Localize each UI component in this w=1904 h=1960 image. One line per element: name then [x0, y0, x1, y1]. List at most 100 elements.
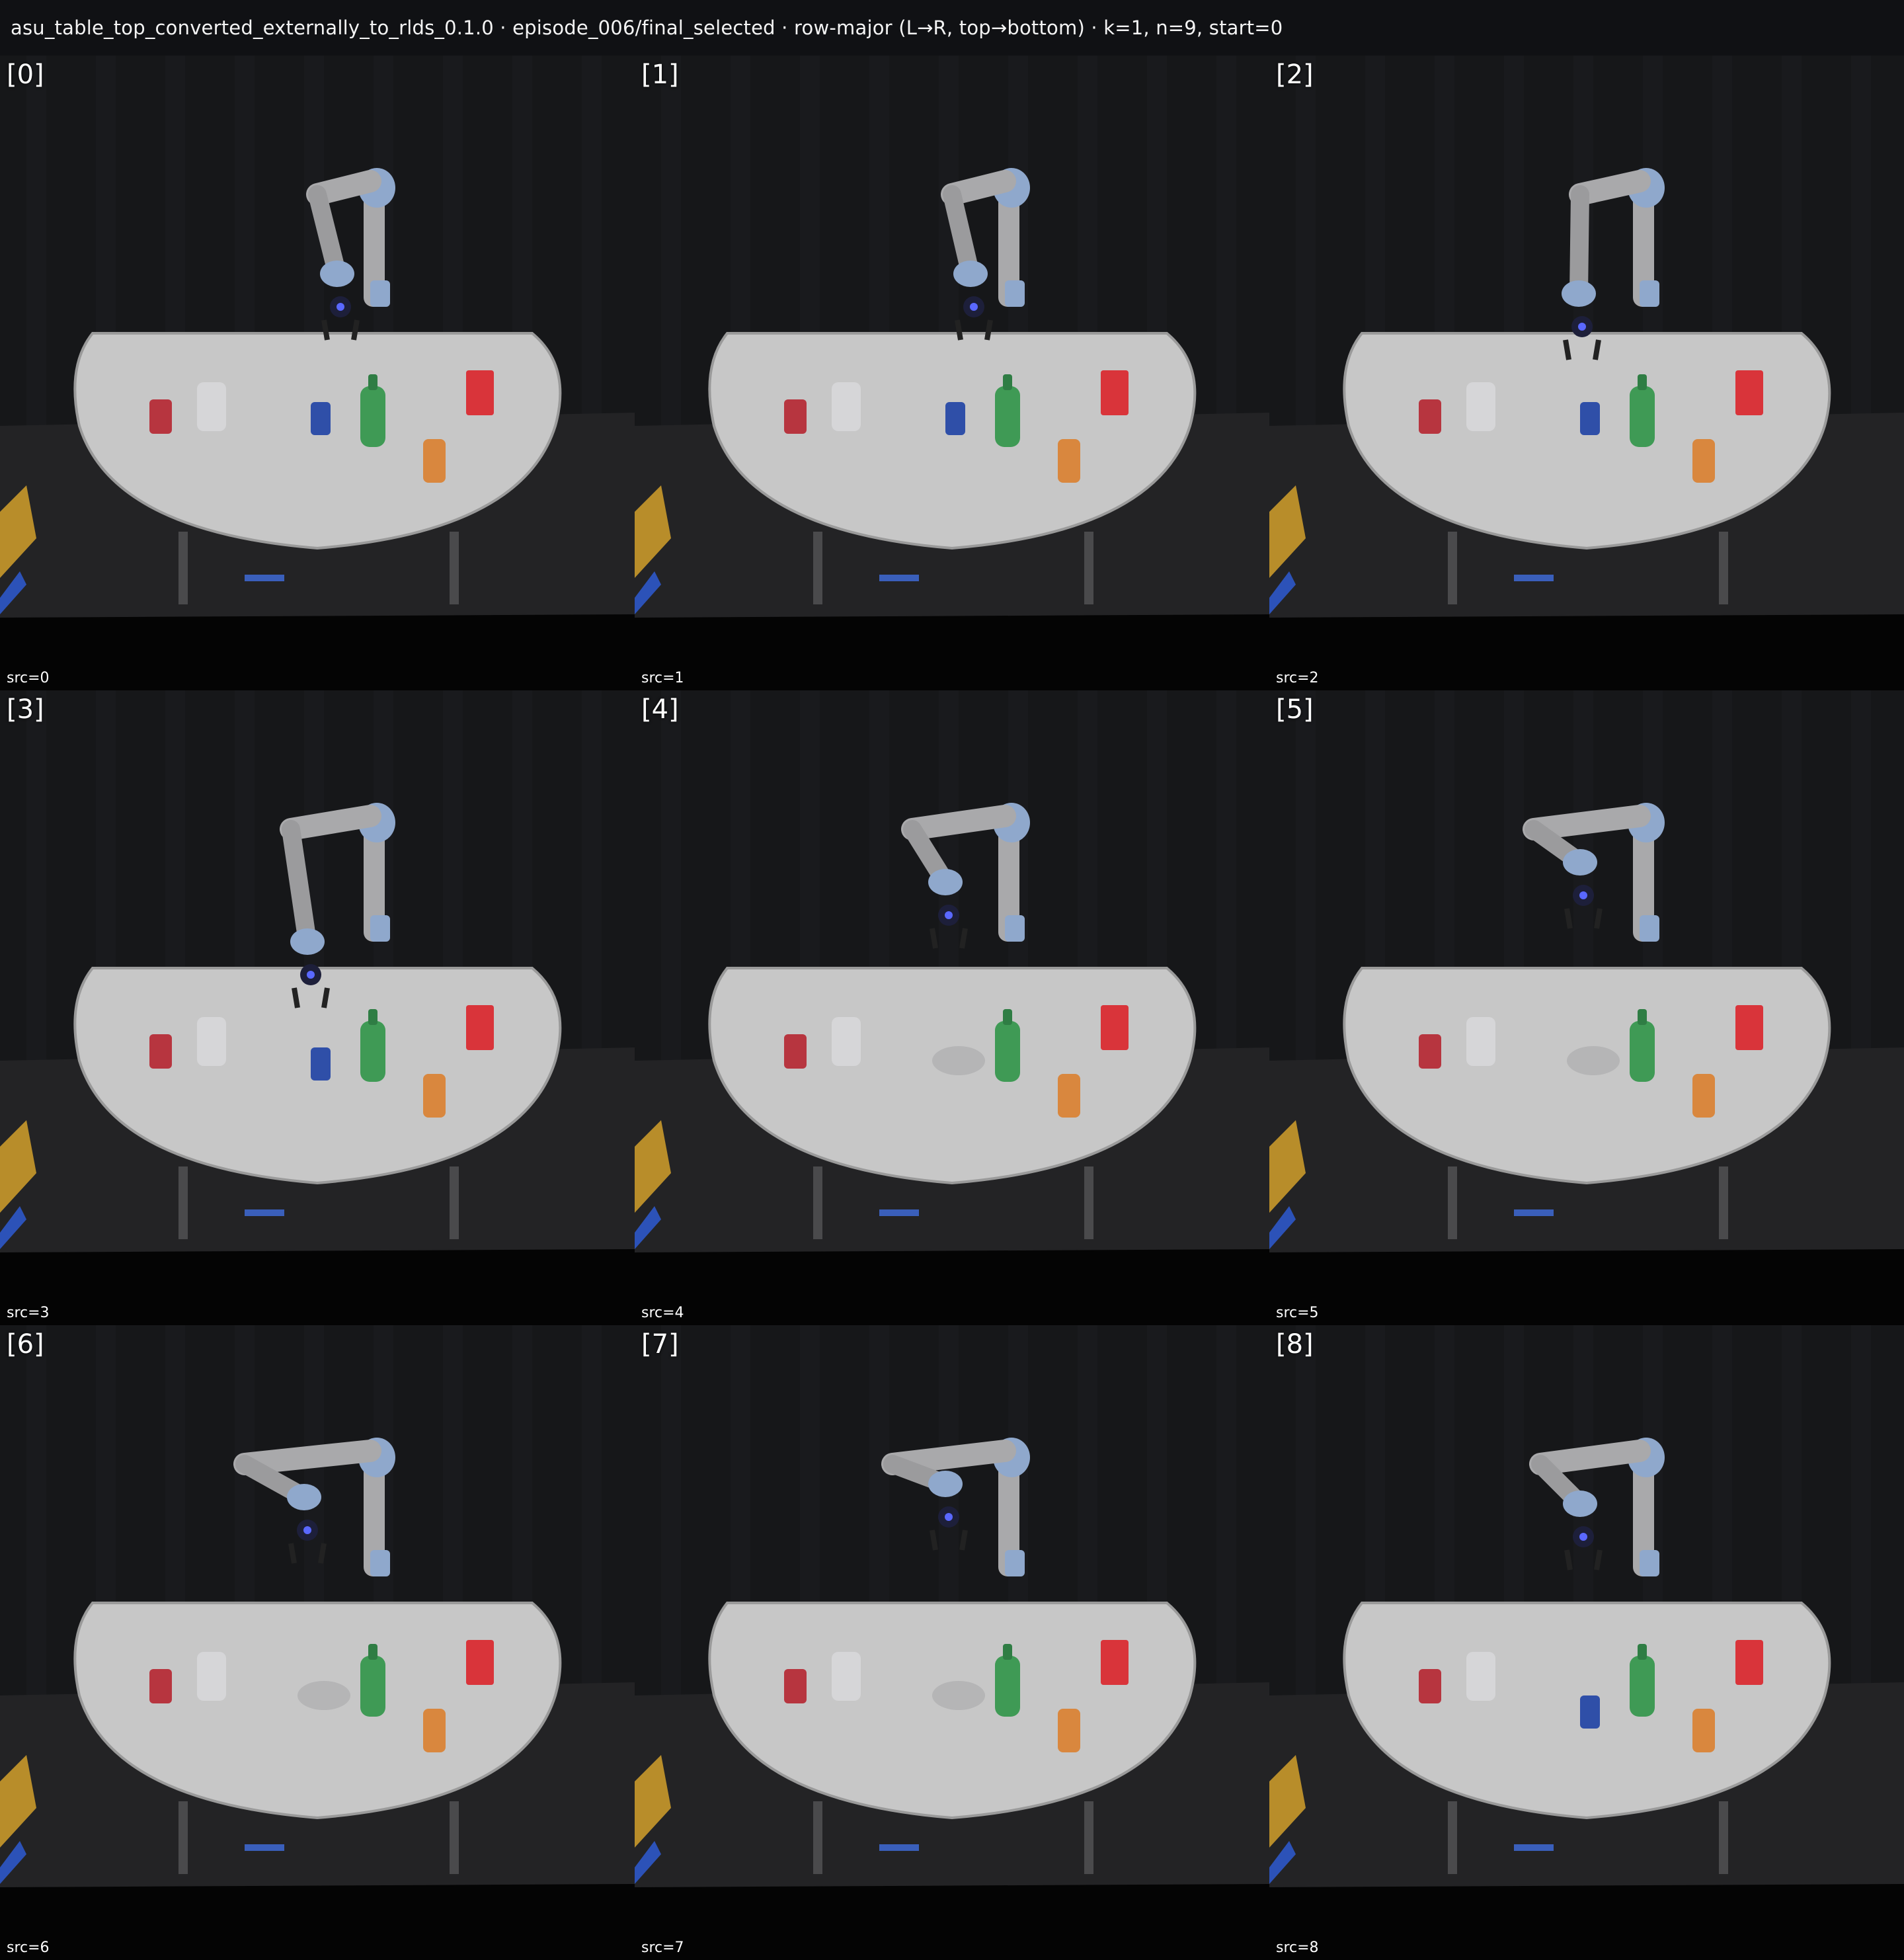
frame-src-label: src=2 — [1276, 670, 1319, 686]
robot-upper-link — [1633, 1444, 1654, 1576]
yellow-prop — [0, 485, 36, 578]
gripper-light — [1579, 891, 1587, 899]
green-bottle — [1630, 386, 1655, 447]
blue-prop — [635, 571, 661, 614]
frame-image-4 — [635, 690, 1269, 1325]
green-bottle — [1630, 1656, 1655, 1717]
frame-cell-5: [5] src=5 — [1269, 690, 1904, 1325]
floor-tag — [245, 575, 284, 581]
frame-index-label: [0] — [7, 60, 44, 90]
robot-upper-link — [364, 175, 385, 307]
blue-can — [311, 402, 331, 435]
green-bottle — [360, 1656, 385, 1717]
green-bottle — [995, 1021, 1020, 1082]
frame-cell-2: [2] src=2 — [1269, 56, 1904, 690]
red-box — [1101, 1005, 1129, 1050]
red-box — [1735, 370, 1763, 415]
frame-src-label: src=8 — [1276, 1940, 1319, 1956]
frame-image-6 — [0, 1325, 635, 1960]
floor-tag — [245, 1209, 284, 1216]
red-can — [1419, 399, 1441, 434]
red-can — [149, 1034, 172, 1069]
red-can — [784, 1034, 807, 1069]
header-bar: asu_table_top_converted_externally_to_rl… — [0, 0, 1904, 56]
yellow-prop — [0, 1755, 36, 1848]
robot-upper-link — [364, 1444, 385, 1576]
yellow-prop — [635, 485, 671, 578]
robot-wrist-joint — [1562, 280, 1596, 307]
robot-upper-link — [1633, 175, 1654, 307]
bottle-cap — [368, 1009, 377, 1025]
red-box — [1101, 1640, 1129, 1685]
red-box — [466, 1640, 494, 1685]
frame-index-label: [3] — [7, 694, 44, 725]
clear-cup — [197, 1652, 226, 1701]
gripper-fingers — [1564, 908, 1603, 929]
table-leg — [1448, 1801, 1457, 1874]
frame-index-label: [4] — [641, 694, 679, 725]
frame-image-7 — [635, 1325, 1269, 1960]
table-top — [73, 1602, 562, 1820]
table-leg — [178, 1166, 188, 1239]
blue-prop — [0, 1206, 26, 1249]
frame-grid: [0] src=0 [1] src=1 [2] src=2 [3] src=3 … — [0, 56, 1904, 1960]
frame-image-3 — [0, 690, 635, 1325]
frame-image-1 — [635, 56, 1269, 690]
frame-cell-8: [8] src=8 — [1269, 1325, 1904, 1960]
floor-tag — [1514, 575, 1554, 581]
blue-prop — [1269, 1206, 1296, 1249]
bottle-cap — [1638, 1644, 1647, 1660]
table-leg — [813, 1801, 822, 1874]
table-leg — [1719, 532, 1728, 604]
table-leg — [813, 1166, 822, 1239]
frame-index-label: [2] — [1276, 60, 1314, 90]
bottle-cap — [1003, 374, 1012, 390]
blue-prop — [0, 571, 26, 614]
gripper-light — [307, 971, 315, 979]
page-title: asu_table_top_converted_externally_to_rl… — [11, 17, 1283, 39]
robot-forearm — [280, 805, 381, 840]
green-bottle — [360, 1021, 385, 1082]
yellow-prop — [0, 1120, 36, 1213]
robot-base-joint — [370, 280, 390, 307]
gripper-fingers — [288, 1543, 327, 1564]
yellow-prop — [1269, 485, 1306, 578]
bottle-cap — [368, 1644, 377, 1660]
gripper-fingers — [1564, 1549, 1603, 1571]
red-box — [1735, 1640, 1763, 1685]
orange-snack — [1692, 1074, 1715, 1118]
frame-cell-4: [4] src=4 — [635, 690, 1269, 1325]
gripper-fingers — [292, 987, 330, 1008]
floor-tag — [1514, 1209, 1554, 1216]
floor-tag — [1514, 1844, 1554, 1851]
floor-tag — [879, 1209, 919, 1216]
clear-cup — [197, 382, 226, 431]
table-leg — [1448, 1166, 1457, 1239]
robot-forearm — [1529, 1440, 1651, 1475]
frame-image-8 — [1269, 1325, 1904, 1960]
frame-index-label: [7] — [641, 1329, 679, 1360]
red-can — [1419, 1669, 1441, 1703]
gripper-light — [970, 303, 978, 311]
frame-cell-1: [1] src=1 — [635, 56, 1269, 690]
table-top — [1343, 967, 1831, 1185]
table-leg — [1448, 532, 1457, 604]
bottle-cap — [1638, 374, 1647, 390]
clear-cup — [197, 1017, 226, 1066]
frame-index-label: [1] — [641, 60, 679, 90]
robot-wrist-joint — [1563, 1490, 1597, 1517]
blue-can — [945, 402, 965, 435]
frame-cell-7: [7] src=7 — [635, 1325, 1269, 1960]
gripper-shadow — [298, 1681, 350, 1710]
table-leg — [450, 1801, 459, 1874]
table-top — [73, 332, 562, 550]
table-leg — [1084, 1801, 1093, 1874]
green-bottle — [1630, 1021, 1655, 1082]
robot-lower-link — [1569, 185, 1589, 303]
gripper-light — [945, 911, 953, 919]
gripper-light — [1579, 1533, 1587, 1541]
red-box — [1735, 1005, 1763, 1050]
robot-wrist-joint — [287, 1484, 321, 1510]
orange-snack — [1058, 1709, 1080, 1752]
gripper-shadow — [932, 1681, 985, 1710]
